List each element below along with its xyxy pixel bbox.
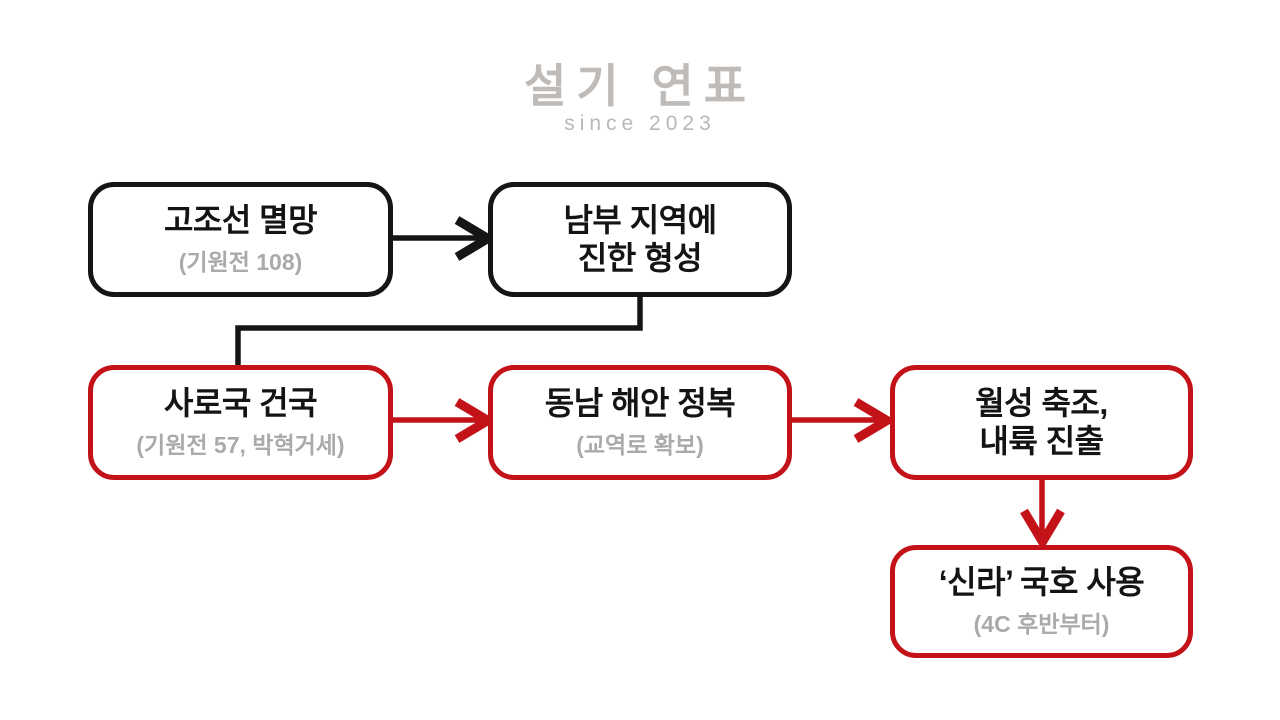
- flow-box-silla-name: ‘신라’ 국호 사용 (4C 후반부터): [890, 545, 1193, 658]
- box-note: (교역로 확보): [576, 431, 704, 458]
- watermark: 설기 연표 since 2023: [0, 62, 1280, 136]
- flow-box-wolseong-advance: 월성 축조, 내륙 진출: [890, 365, 1193, 480]
- box-title: 동남 해안 정복: [544, 385, 736, 422]
- box-note: (기원전 57, 박혁거세): [136, 431, 345, 458]
- box-title: 고조선 멸망: [163, 202, 318, 239]
- box-title: 월성 축조,: [975, 385, 1108, 422]
- flow-box-gojoseon-fall: 고조선 멸망 (기원전 108): [88, 182, 393, 297]
- flow-box-jinhan-formation: 남부 지역에 진한 형성: [488, 182, 792, 297]
- box-note: (4C 후반부터): [973, 610, 1110, 637]
- box-title: 진한 형성: [577, 239, 703, 276]
- watermark-subtitle: since 2023: [564, 112, 716, 136]
- watermark-title: 설기 연표: [523, 60, 757, 112]
- box-title: 사로국 건국: [163, 385, 318, 422]
- flow-box-saroguk-founding: 사로국 건국 (기원전 57, 박혁거세): [88, 365, 393, 480]
- flow-box-coast-conquest: 동남 해안 정복 (교역로 확보): [488, 365, 792, 480]
- arrow-saroguk-to-coast-head-icon: [454, 398, 497, 443]
- box-note: (기원전 108): [178, 248, 303, 275]
- arrow-wolseong-to-silla-head-icon: [1020, 508, 1065, 551]
- box-title: 남부 지역에: [563, 202, 717, 239]
- elbow-jinhan-to-saroguk: [235, 295, 643, 366]
- box-title: 내륙 진출: [979, 422, 1104, 459]
- box-title: ‘신라’ 국호 사용: [938, 564, 1145, 601]
- arrow-gojoseon-to-jinhan-head-icon: [454, 216, 497, 261]
- arrow-coast-to-wolseong-head-icon: [853, 398, 896, 443]
